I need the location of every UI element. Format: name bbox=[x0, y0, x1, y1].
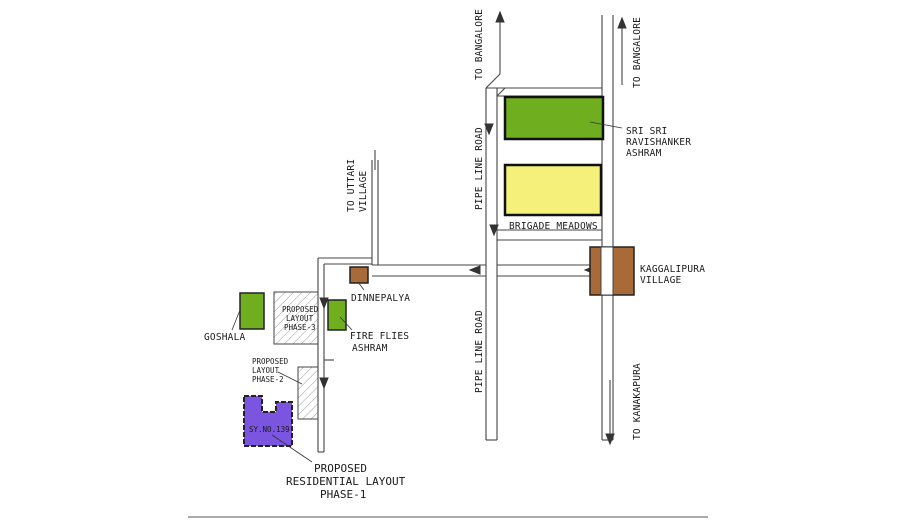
label-phase3-2: LAYOUT bbox=[286, 314, 314, 323]
phase-2-block bbox=[297, 366, 319, 420]
label-phase2-1: PROPOSED bbox=[252, 357, 289, 366]
label-fireflies-2: ASHRAM bbox=[352, 343, 388, 354]
label-to-kanakapura: TO KANAKAPURA bbox=[632, 363, 643, 440]
goshala-block bbox=[239, 292, 265, 330]
phase-3-block bbox=[273, 291, 319, 345]
label-ashram-1: SRI SRI bbox=[626, 126, 667, 137]
label-to-uttari-2: VILLAGE bbox=[358, 170, 369, 212]
label-phase2-2: LAYOUT bbox=[252, 366, 280, 375]
label-brigade-meadows: BRIGADE MEADOWS bbox=[509, 221, 598, 232]
brigade-meadows-block bbox=[503, 163, 603, 217]
leader-lines bbox=[231, 121, 623, 463]
road-top-diag bbox=[485, 73, 501, 89]
label-goshala: GOSHALA bbox=[204, 332, 246, 343]
label-residential-1: PROPOSED bbox=[314, 462, 367, 475]
arrow-main-road bbox=[468, 265, 481, 275]
label-to-bangalore-right: TO BANGALORE bbox=[632, 17, 643, 88]
fire-flies-block bbox=[327, 299, 347, 331]
sri-sri-ashram-block bbox=[503, 95, 605, 141]
label-ashram-3: ASHRAM bbox=[626, 148, 662, 159]
label-phase3-1: PROPOSED bbox=[282, 305, 319, 314]
label-kaggalipura-1: KAGGALIPURA bbox=[640, 264, 705, 275]
phase-1-block bbox=[243, 395, 293, 447]
label-ashram-2: RAVISHANKER bbox=[626, 137, 691, 148]
label-residential-2: RESIDENTIAL LAYOUT bbox=[286, 475, 406, 488]
label-phase2-3: PHASE-2 bbox=[252, 375, 284, 384]
label-fireflies-1: FIRE FLIES bbox=[350, 331, 409, 342]
label-phase3-3: PHASE-3 bbox=[284, 323, 316, 332]
label-to-bangalore-left: TO BANGALORE bbox=[474, 9, 485, 80]
label-residential-3: PHASE-1 bbox=[320, 488, 366, 501]
label-dinnepalya: DINNEPALYA bbox=[351, 293, 410, 304]
direction-arrows bbox=[319, 10, 627, 446]
kaggalipura-road-gap bbox=[600, 246, 614, 296]
dinnepalya-block bbox=[349, 266, 369, 284]
label-to-uttari-1: TO UTTARI bbox=[346, 159, 357, 212]
label-sy-no: SY.NO.139 bbox=[249, 425, 290, 434]
label-pipe-line-road-top: PIPE LINE ROAD bbox=[474, 127, 485, 210]
label-pipe-line-road-bottom: PIPE LINE ROAD bbox=[474, 310, 485, 393]
label-kaggalipura-2: VILLAGE bbox=[640, 275, 682, 286]
road-top-diag-b bbox=[496, 87, 506, 97]
roads bbox=[317, 15, 614, 453]
